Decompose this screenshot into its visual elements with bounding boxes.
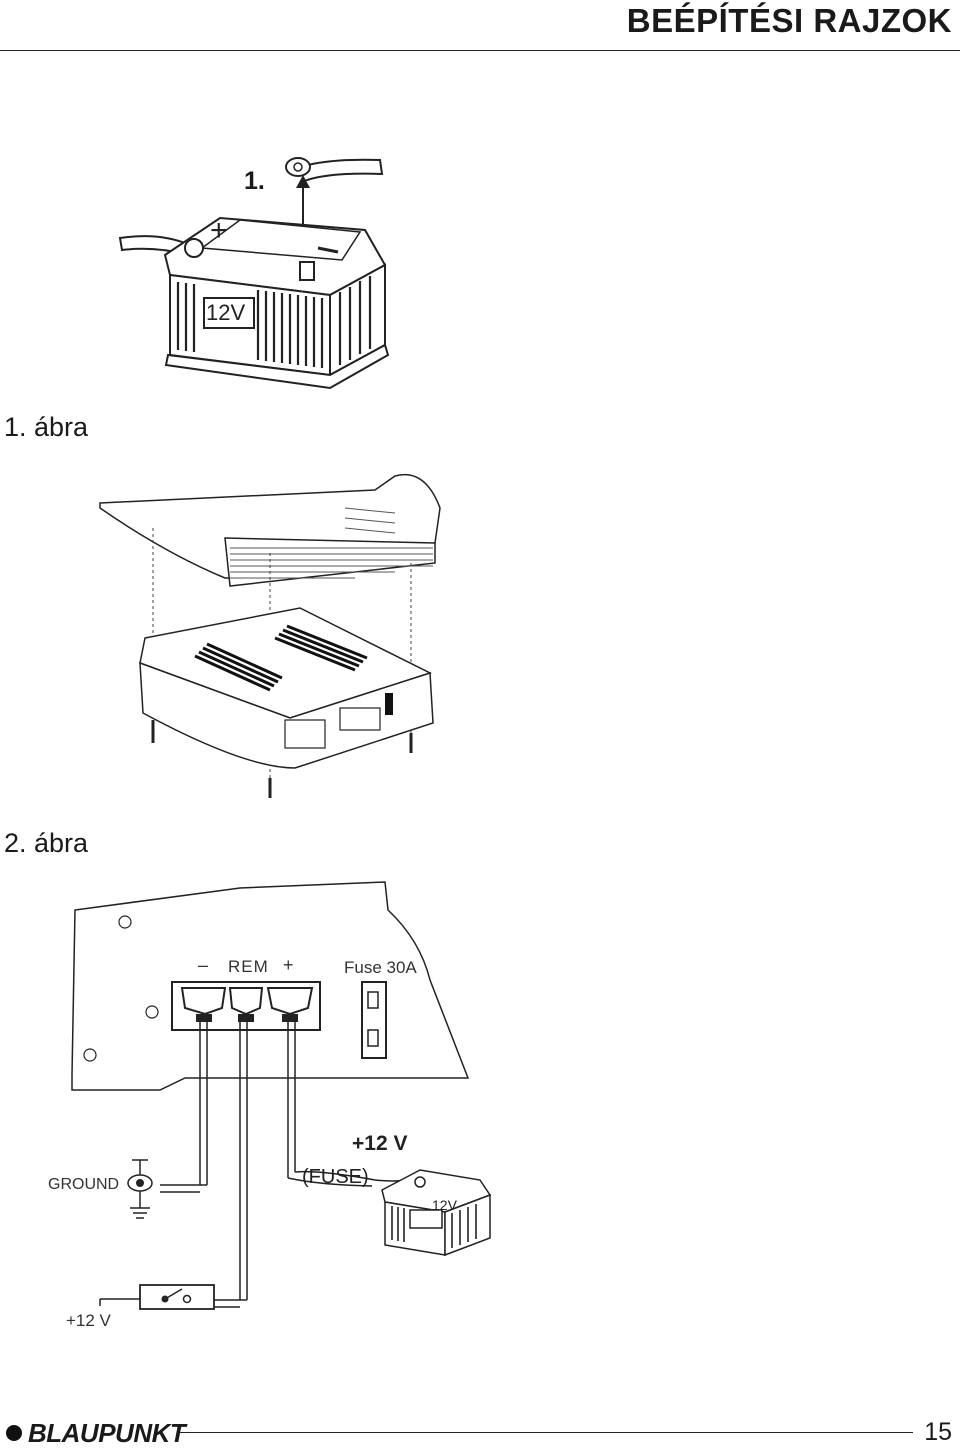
switch-supply-label: +12 V bbox=[66, 1311, 111, 1330]
battery-voltage-label: +12 V bbox=[352, 1132, 408, 1155]
terminal-rem-label: REM bbox=[228, 957, 269, 976]
svg-text:+: + bbox=[210, 214, 228, 247]
footer-divider bbox=[178, 1432, 913, 1433]
terminal-plus-label: + bbox=[283, 955, 294, 975]
small-battery-label: 12V bbox=[432, 1197, 457, 1213]
ground-label: GROUND bbox=[48, 1176, 120, 1193]
figure-1-battery-illustration: + bbox=[118, 157, 390, 390]
logo-dot-icon bbox=[6, 1425, 22, 1441]
figure-3-wiring-diagram bbox=[71, 881, 492, 1310]
page-number: 15 bbox=[924, 1418, 952, 1446]
fuse-rating-label: Fuse 30A bbox=[344, 958, 417, 977]
figure-1-caption: 1. ábra bbox=[4, 412, 89, 442]
figure-1-step-label: 1. bbox=[244, 167, 265, 195]
battery-voltage-label: 12V bbox=[206, 300, 246, 325]
title-divider bbox=[0, 50, 960, 51]
figure-2-amplifier-mounting-illustration bbox=[99, 474, 441, 798]
fuse-note-label: (FUSE) bbox=[302, 1166, 369, 1188]
brand-name: BLAUPUNKT bbox=[28, 1418, 186, 1448]
page-title: BEÉPÍTÉSI RAJZOK bbox=[626, 2, 952, 39]
brand-logo: BLAUPUNKT bbox=[6, 1418, 186, 1449]
terminal-minus-label: – bbox=[198, 955, 209, 975]
figure-2-caption: 2. ábra bbox=[4, 828, 89, 858]
